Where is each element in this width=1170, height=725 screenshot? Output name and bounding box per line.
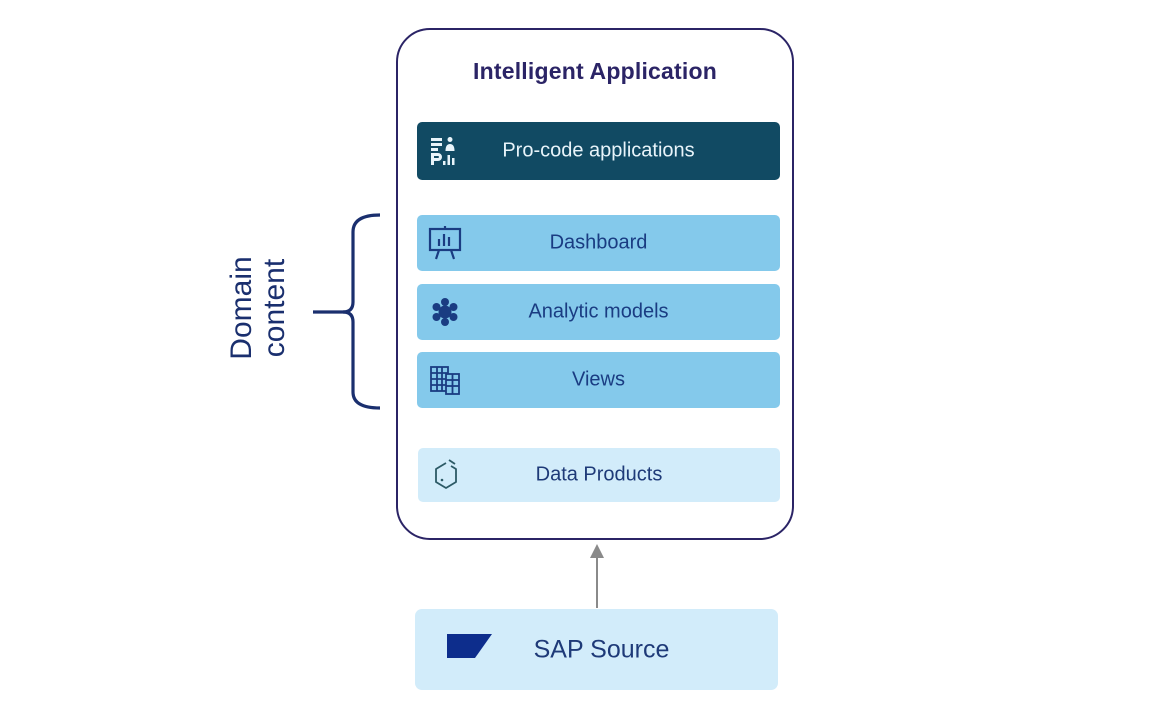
- group-label-line2: content: [258, 258, 291, 358]
- domain-content-label: Domain content: [225, 256, 291, 359]
- sap-source-box: SAP Source: [415, 609, 778, 690]
- analytic-model-network-icon: [432, 298, 458, 326]
- layer-label: Views: [572, 368, 625, 391]
- sap-source-label: SAP Source: [533, 635, 670, 663]
- domain-content-brace: [313, 213, 381, 410]
- group-label-line1: Domain: [225, 256, 258, 360]
- sap-logo-icon: [447, 634, 492, 658]
- layer-label: Pro-code applications: [502, 139, 695, 162]
- layer-analytic-models: Analytic models: [417, 284, 780, 340]
- dashboard-easel-chart-icon: [428, 226, 462, 260]
- pro-code-apps-icon: [431, 137, 455, 165]
- data-product-hexagon-icon: [435, 459, 457, 489]
- layer-label: Analytic models: [528, 300, 669, 323]
- layer-pro-code-applications: Pro-code applications: [417, 122, 780, 180]
- layer-views: Views: [417, 352, 780, 408]
- layer-label: Data Products: [535, 463, 663, 486]
- table-views-icon: [430, 366, 460, 395]
- layer-dashboard: Dashboard: [417, 215, 780, 271]
- flow-arrow-up: [590, 544, 604, 608]
- container-title: Intelligent Application: [473, 58, 717, 84]
- layer-data-products: Data Products: [418, 448, 780, 502]
- layer-label: Dashboard: [549, 231, 648, 254]
